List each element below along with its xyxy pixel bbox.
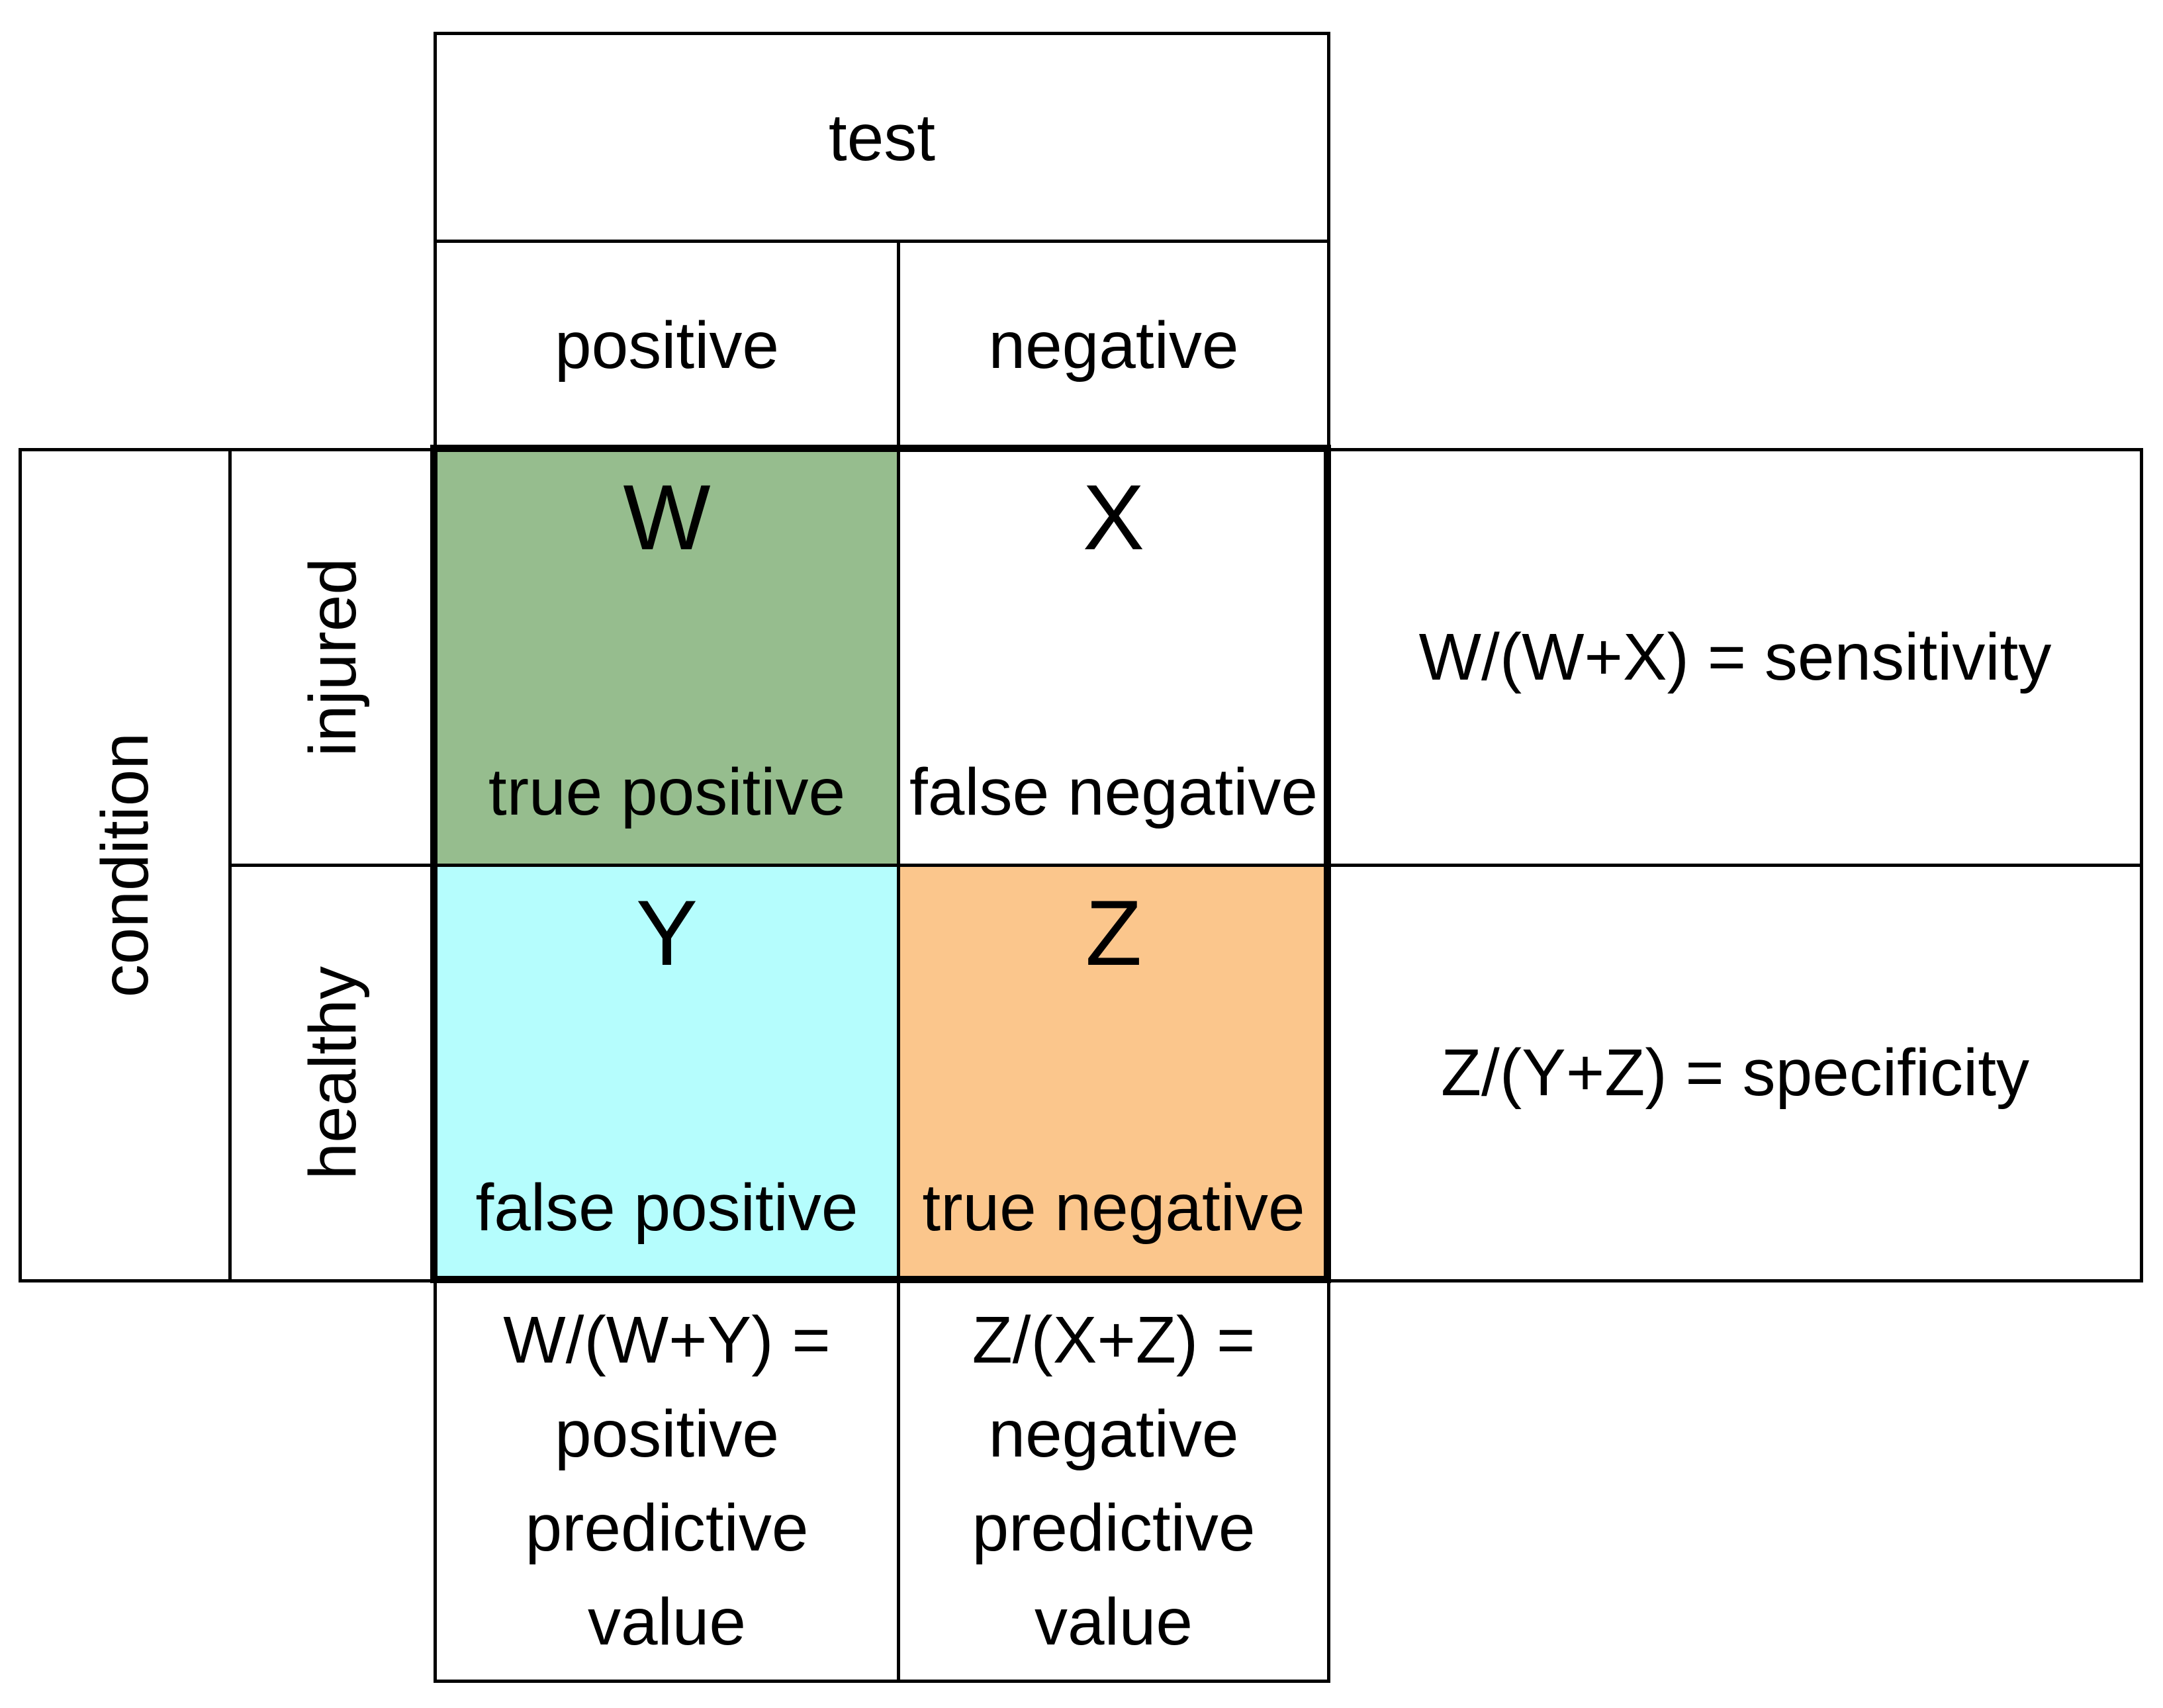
test-header-label: test (828, 100, 936, 175)
cell-true-negative: Z true negative (897, 864, 1330, 1282)
row-header-injured-label: injured (295, 558, 370, 757)
cell-true-negative-label: true negative (922, 1171, 1305, 1245)
ppv-line-3: predictive (525, 1491, 809, 1565)
specificity-formula: Z/(Y+Z) = specificity (1440, 1036, 2030, 1110)
cell-false-positive: Y false positive (434, 864, 900, 1282)
sensitivity-formula-box: W/(W+X) = sensitivity (1327, 448, 2143, 867)
cell-true-positive-letter: W (623, 465, 711, 569)
ppv-line-4: value (587, 1585, 747, 1659)
cell-false-positive-label: false positive (475, 1171, 858, 1245)
npv-line-3: predictive (972, 1491, 1256, 1565)
row-header-healthy-label: healthy (295, 966, 370, 1180)
npv-line-4: value (1034, 1585, 1193, 1659)
positive-predictive-value-box: W/(W+Y) = positive predictive value (434, 1279, 900, 1683)
cell-true-negative-letter: Z (1085, 881, 1142, 985)
row-header-injured: injured (228, 448, 437, 867)
npv-line-2: negative (988, 1397, 1239, 1471)
ppv-line-1: W/(W+Y) = (503, 1303, 831, 1377)
column-header-negative-label: negative (988, 308, 1239, 382)
cell-true-positive: W true positive (434, 448, 900, 867)
sensitivity-formula: W/(W+X) = sensitivity (1418, 620, 2052, 694)
npv-line-1: Z/(X+Z) = (972, 1303, 1256, 1377)
condition-header: condition (19, 448, 232, 1282)
negative-predictive-value-box: Z/(X+Z) = negative predictive value (897, 1279, 1330, 1683)
cell-false-negative-letter: X (1082, 465, 1145, 569)
specificity-formula-box: Z/(Y+Z) = specificity (1327, 864, 2143, 1282)
ppv-line-2: positive (554, 1397, 780, 1471)
cell-false-negative: X false negative (897, 448, 1330, 867)
row-header-healthy: healthy (228, 864, 437, 1282)
column-header-positive: positive (434, 240, 900, 451)
column-header-positive-label: positive (554, 308, 780, 382)
condition-header-label: condition (88, 733, 162, 998)
cell-false-positive-letter: Y (635, 881, 698, 985)
cell-false-negative-label: false negative (909, 755, 1318, 829)
test-header: test (434, 32, 1330, 243)
column-header-negative: negative (897, 240, 1330, 451)
cell-true-positive-label: true positive (488, 755, 846, 829)
